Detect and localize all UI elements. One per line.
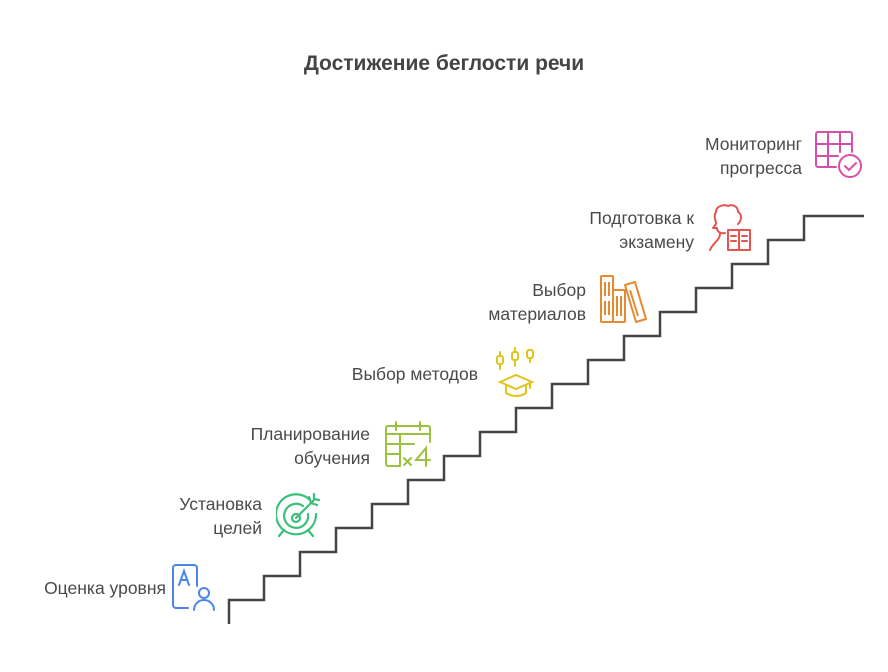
student-reading-icon: [709, 204, 751, 251]
step-label-goals: Установка целей: [179, 494, 262, 538]
step-label-exam: Подготовка к экзамену: [589, 208, 694, 252]
diagram-title: Достижение беглости речи: [303, 52, 585, 75]
step-label-materials: Выбор материалов: [488, 280, 586, 324]
calendar-schedule-icon: [385, 421, 431, 467]
target-icon: [276, 492, 321, 538]
graduation-cap-icon: [496, 347, 535, 397]
assessment-user-icon: [172, 564, 215, 611]
grid-check-icon: [815, 131, 862, 178]
books-icon: [600, 275, 647, 323]
step-label-monitoring: Мониторинг прогресса: [704, 134, 802, 178]
step-label-assessment: Оценка уровня: [44, 578, 166, 598]
step-label-methods: Выбор методов: [351, 364, 478, 384]
step-label-planning: Планирование обучения: [250, 424, 370, 468]
